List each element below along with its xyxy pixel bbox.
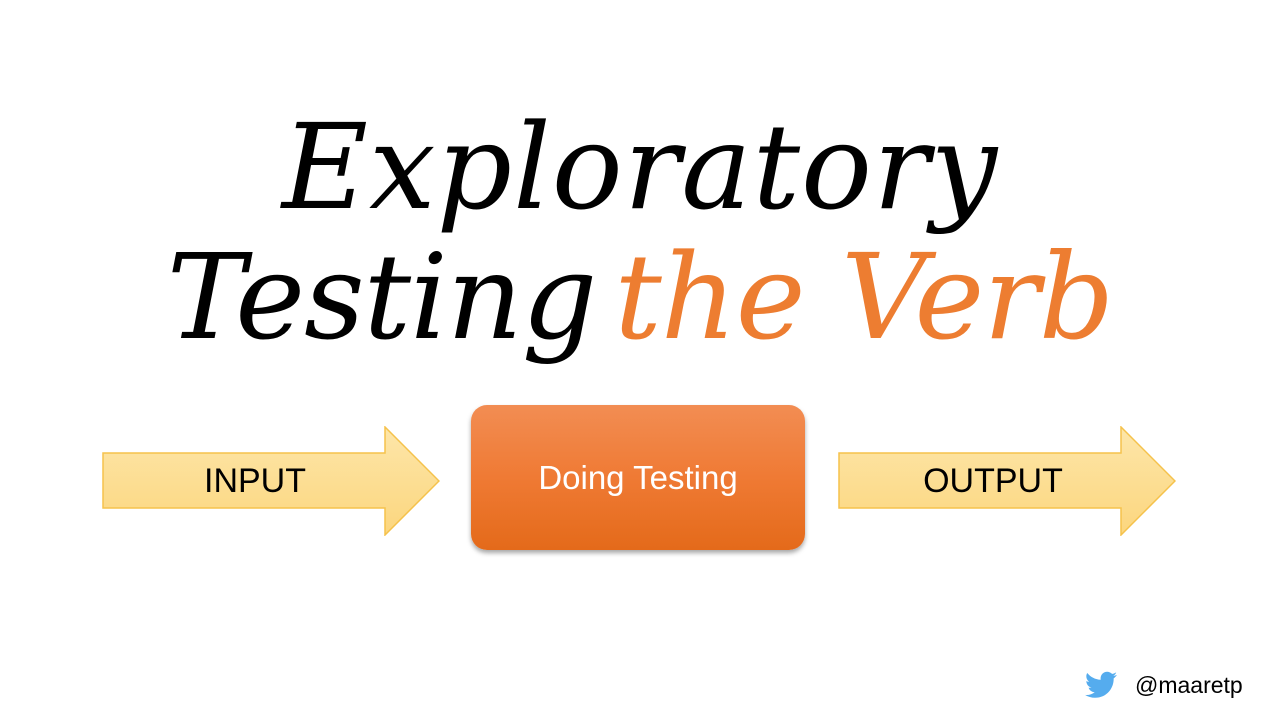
- input-arrow: INPUT: [102, 426, 440, 536]
- twitter-bird-icon: [1085, 671, 1117, 698]
- input-label: INPUT: [204, 461, 306, 500]
- output-arrow: OUTPUT: [838, 426, 1176, 536]
- title-testing: Testing: [166, 228, 598, 366]
- output-arrow-shape: [838, 426, 1176, 536]
- twitter-credit: @maaretp: [1085, 668, 1243, 702]
- input-arrow-shape: [102, 426, 440, 536]
- title-the-verb: the Verb: [614, 228, 1114, 366]
- doing-testing-box: Doing Testing: [471, 405, 805, 550]
- process-label: Doing Testing: [538, 458, 738, 496]
- title-line-1: Exploratory: [0, 108, 1280, 226]
- title-exploratory: Exploratory: [281, 98, 999, 236]
- twitter-handle: @maaretp: [1135, 671, 1243, 698]
- output-label: OUTPUT: [923, 461, 1063, 500]
